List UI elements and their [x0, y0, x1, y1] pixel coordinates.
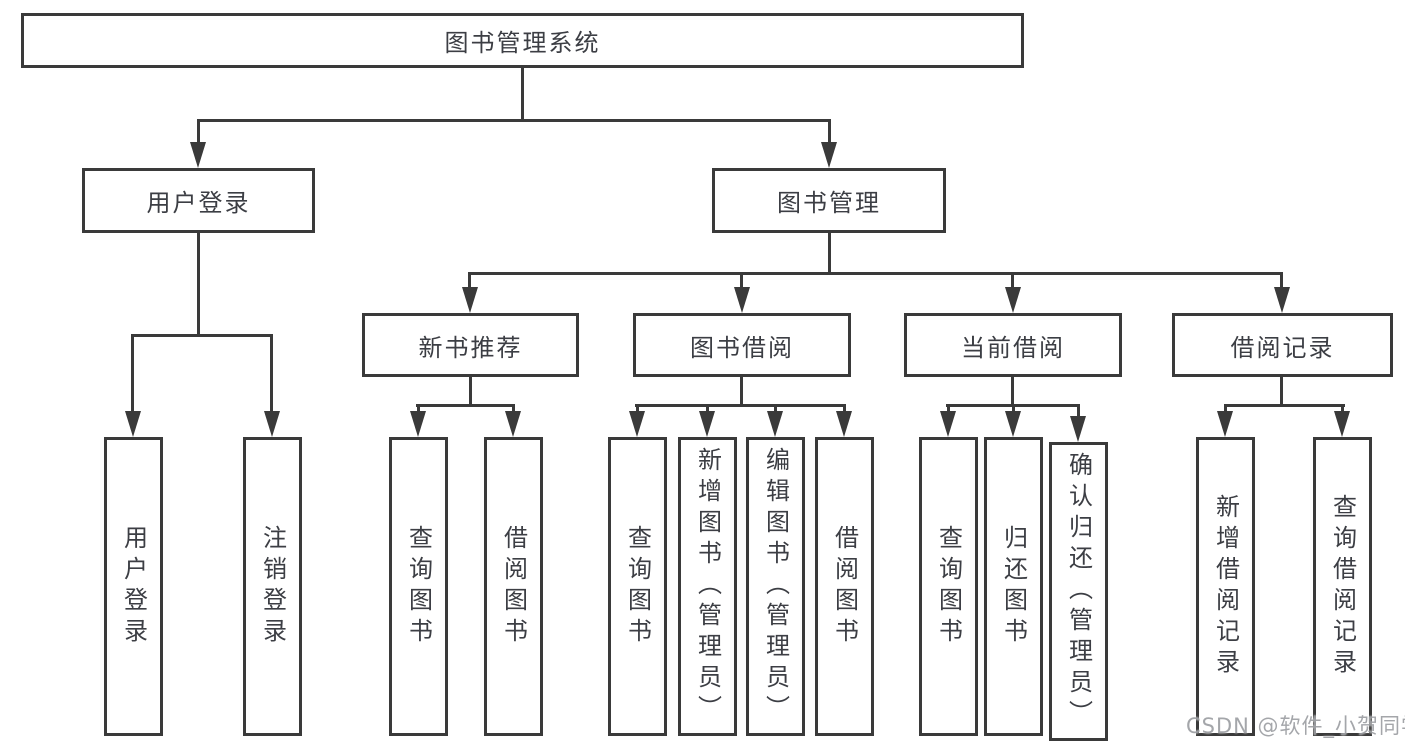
connector-line — [828, 119, 831, 147]
connector-line — [521, 66, 524, 122]
connector-line — [468, 272, 1283, 275]
connector-line — [1077, 404, 1080, 418]
connector-line — [417, 404, 420, 414]
leaf-logout: 注销登录 — [243, 437, 302, 736]
connector-line — [740, 375, 743, 407]
connector-line — [1224, 404, 1227, 414]
connector-line — [1280, 272, 1283, 290]
arrow-down-icon — [629, 411, 645, 437]
node-book-management: 图书管理 — [712, 168, 946, 233]
connector-line — [828, 231, 831, 275]
leaf-add-book-admin: 新增图书（管理员） — [678, 437, 737, 736]
leaf-query-books-current: 查询图书 — [919, 437, 978, 736]
arrow-down-icon — [1005, 411, 1021, 437]
arrow-down-icon — [125, 411, 141, 437]
arrow-down-icon — [836, 411, 852, 437]
connector-line — [1280, 375, 1283, 407]
leaf-query-books-borrowing: 查询图书 — [608, 437, 667, 736]
connector-line — [197, 119, 831, 122]
connector-line — [1011, 375, 1014, 407]
connector-line — [740, 272, 743, 290]
arrow-down-icon — [1217, 411, 1233, 437]
connector-line — [197, 231, 200, 337]
node-user-login: 用户登录 — [82, 168, 315, 233]
connector-line — [270, 334, 273, 414]
arrow-down-icon — [821, 142, 837, 168]
leaf-edit-book-admin: 编辑图书（管理员） — [746, 437, 805, 736]
leaf-user-login: 用户登录 — [104, 437, 163, 736]
node-library-system: 图书管理系统 — [21, 13, 1024, 68]
leaf-add-borrow-record: 新增借阅记录 — [1196, 437, 1255, 736]
connector-line — [1011, 272, 1014, 290]
connector-line — [635, 404, 846, 407]
connector-line — [131, 334, 134, 414]
leaf-query-books-recommend: 查询图书 — [389, 437, 448, 736]
arrow-down-icon — [940, 411, 956, 437]
connector-line — [843, 404, 846, 414]
leaf-query-borrow-record: 查询借阅记录 — [1313, 437, 1372, 736]
node-current-borrowing: 当前借阅 — [904, 313, 1122, 377]
connector-line — [469, 375, 472, 407]
connector-line — [636, 404, 639, 414]
arrow-down-icon — [1005, 287, 1021, 313]
connector-line — [947, 404, 950, 414]
arrow-down-icon — [410, 411, 426, 437]
arrow-down-icon — [190, 142, 206, 168]
leaf-confirm-return-admin: 确认归还（管理员） — [1049, 442, 1108, 741]
connector-line — [197, 119, 200, 147]
arrow-down-icon — [1070, 416, 1086, 442]
arrow-down-icon — [505, 411, 521, 437]
connector-line — [1224, 404, 1345, 407]
connector-line — [416, 404, 515, 407]
leaf-borrow-books-recommend: 借阅图书 — [484, 437, 543, 736]
node-new-book-recommend: 新书推荐 — [362, 313, 579, 377]
arrow-down-icon — [462, 287, 478, 313]
arrow-down-icon — [264, 411, 280, 437]
arrow-down-icon — [699, 411, 715, 437]
connector-line — [512, 404, 515, 414]
arrow-down-icon — [767, 411, 783, 437]
arrow-down-icon — [734, 287, 750, 313]
connector-line — [706, 404, 709, 414]
watermark: CSDN @软件_小贺同学 — [1186, 714, 1405, 738]
connector-line — [1012, 404, 1015, 414]
leaf-borrow-books: 借阅图书 — [815, 437, 874, 736]
arrow-down-icon — [1274, 287, 1290, 313]
node-book-borrowing: 图书借阅 — [633, 313, 851, 377]
node-borrowing-records: 借阅记录 — [1172, 313, 1393, 377]
arrow-down-icon — [1334, 411, 1350, 437]
connector-line — [774, 404, 777, 414]
leaf-return-books: 归还图书 — [984, 437, 1043, 736]
connector-line — [468, 272, 471, 290]
connector-line — [1341, 404, 1344, 414]
connector-line — [131, 334, 273, 337]
